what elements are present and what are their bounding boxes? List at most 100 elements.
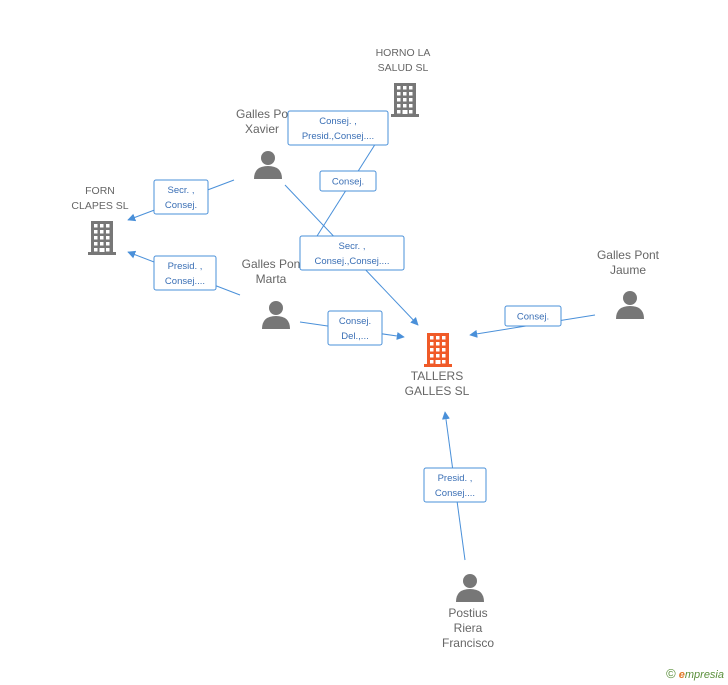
person-head xyxy=(463,574,477,588)
person-body xyxy=(262,316,290,329)
edge-label-postius-talleres[interactable]: Presid. , Consej.... xyxy=(423,467,487,503)
building-window xyxy=(442,348,446,352)
node-label: SALUD SL xyxy=(378,62,429,74)
brand-e: e xyxy=(678,669,685,681)
edge-label-text: Presid.,Consej.... xyxy=(302,131,374,142)
building-window xyxy=(409,86,413,90)
building-window xyxy=(409,92,413,96)
person-icon[interactable] xyxy=(254,151,282,179)
node-label: Riera xyxy=(454,621,483,635)
copyright-symbol: © xyxy=(666,666,676,681)
building-window xyxy=(397,86,401,90)
building-icon[interactable] xyxy=(391,83,419,117)
edge-label-xavier-horno[interactable]: Consej. , Presid.,Consej.... xyxy=(287,110,389,146)
building-window xyxy=(430,360,434,364)
edge-label-box xyxy=(153,179,209,215)
edge-label-text: Consej.... xyxy=(165,276,205,287)
edge-label-text: Consej. , xyxy=(319,116,357,127)
building-window xyxy=(397,92,401,96)
edge-label-text: Del.,... xyxy=(341,331,368,342)
node-horno[interactable]: HORNO LA SALUD SL xyxy=(376,47,431,117)
node-label: CLAPES SL xyxy=(71,200,128,212)
building-window xyxy=(397,104,401,108)
building-window xyxy=(442,354,446,358)
edge-label-box xyxy=(327,310,383,346)
node-label: TALLERS xyxy=(411,369,463,383)
building-window xyxy=(100,224,104,228)
edge-label-marta-talleres[interactable]: Consej.Del.,... xyxy=(327,310,383,346)
building-window xyxy=(106,236,110,240)
person-icon[interactable] xyxy=(262,301,290,329)
building-window xyxy=(442,336,446,340)
building-window xyxy=(397,110,401,114)
person-body xyxy=(616,306,644,319)
building-window xyxy=(94,236,98,240)
edge-label-jaume-talleres[interactable]: Consej. xyxy=(504,305,562,327)
building-door xyxy=(99,248,105,252)
edge-label-text: Consej.... xyxy=(435,488,475,499)
building-window xyxy=(106,248,110,252)
person-head xyxy=(623,291,637,305)
building-window xyxy=(409,110,413,114)
edge-label-box xyxy=(287,110,389,146)
building-window xyxy=(403,86,407,90)
edge-label-box xyxy=(319,170,377,192)
building-icon[interactable] xyxy=(424,333,452,367)
building-window xyxy=(436,336,440,340)
building-window xyxy=(436,354,440,358)
edge-label-xavier-talleres[interactable]: Secr. ,Consej.,Consej.... xyxy=(299,235,405,271)
node-label: GALLES SL xyxy=(405,384,470,398)
edge-label-xavier-forn[interactable]: Secr. ,Consej. xyxy=(153,179,209,215)
building-base xyxy=(424,364,452,367)
person-body xyxy=(456,589,484,602)
building-window xyxy=(94,242,98,246)
edge-labels-layer: Consej. ,Presid.,Consej....Secr. ,Consej… xyxy=(153,110,562,503)
person-icon[interactable] xyxy=(456,574,484,602)
building-icon[interactable] xyxy=(88,221,116,255)
person-icon[interactable] xyxy=(616,291,644,319)
building-window xyxy=(409,98,413,102)
building-door xyxy=(435,360,441,364)
node-forn[interactable]: FORN CLAPES SL xyxy=(71,185,129,255)
brand-rest: mpresia xyxy=(684,669,724,681)
edge-label-text: Presid. , xyxy=(438,473,473,484)
building-window xyxy=(94,248,98,252)
empresia-brand[interactable]: ©empresia xyxy=(666,666,724,681)
building-door xyxy=(402,110,408,114)
building-window xyxy=(100,230,104,234)
building-window xyxy=(94,230,98,234)
node-label: Jaume xyxy=(610,263,646,277)
node-label: Xavier xyxy=(245,122,279,136)
person-head xyxy=(269,301,283,315)
building-window xyxy=(106,224,110,228)
node-label: Marta xyxy=(256,272,287,286)
building-window xyxy=(430,348,434,352)
node-label: Galles Pon xyxy=(242,257,301,271)
building-window xyxy=(436,348,440,352)
building-window xyxy=(100,236,104,240)
node-label: Galles Pont xyxy=(597,248,660,262)
edge-label-text: Consej. xyxy=(517,312,549,323)
edge-label-box xyxy=(299,235,405,271)
node-label: Francisco xyxy=(442,636,494,650)
building-window xyxy=(430,342,434,346)
edge-label-marta-horno[interactable]: Consej. xyxy=(319,170,377,192)
node-label: Postius xyxy=(448,606,487,620)
node-label: Galles Po xyxy=(236,107,288,121)
edge-label-marta-forn[interactable]: Presid. ,Consej.... xyxy=(153,255,217,291)
building-window xyxy=(403,104,407,108)
edge-label-text: Secr. , xyxy=(168,185,195,196)
node-label: HORNO LA xyxy=(376,47,431,59)
building-window xyxy=(94,224,98,228)
building-window xyxy=(430,354,434,358)
building-base xyxy=(88,252,116,255)
node-label: FORN xyxy=(85,185,115,197)
person-body xyxy=(254,166,282,179)
building-window xyxy=(442,342,446,346)
